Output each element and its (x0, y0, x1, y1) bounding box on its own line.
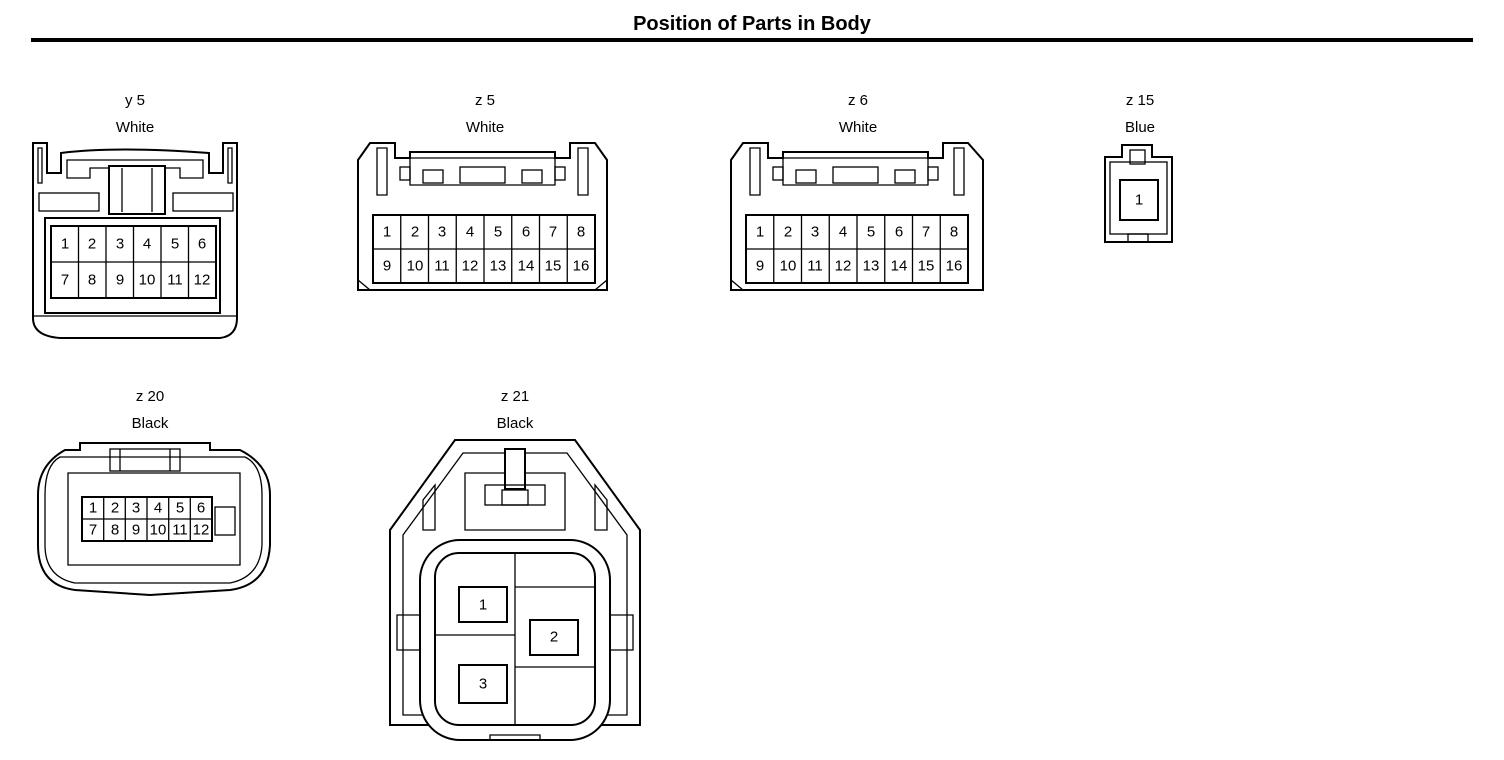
pin-3: 3 (811, 224, 819, 241)
pin-2: 2 (784, 224, 792, 241)
pin-2: 2 (550, 629, 558, 646)
pin-11: 11 (807, 258, 823, 275)
pin-5: 5 (176, 500, 184, 517)
pin-6: 6 (522, 224, 530, 241)
pin-9: 9 (132, 522, 140, 539)
connector-z15: 1 (1104, 144, 1173, 243)
pin-5: 5 (867, 224, 875, 241)
pin-11: 11 (167, 272, 183, 289)
pin-3: 3 (479, 676, 487, 693)
pin-1: 1 (89, 500, 97, 517)
pin-4: 4 (154, 500, 162, 517)
pin-1: 1 (756, 224, 764, 241)
pin-5: 5 (171, 236, 179, 253)
pin-8: 8 (577, 224, 585, 241)
connector-z5-color: White (465, 119, 505, 136)
connector-z5: 1 2 3 4 5 6 7 8 9 10 11 12 13 14 15 16 (357, 142, 608, 291)
connector-y5: 1 2 3 4 5 6 7 8 9 10 11 12 (32, 142, 238, 339)
pin-4: 4 (839, 224, 847, 241)
pin-16: 16 (946, 258, 963, 275)
pin-3: 3 (438, 224, 446, 241)
pin-13: 13 (863, 258, 880, 275)
pin-10: 10 (139, 272, 156, 289)
connector-z20-code: z 20 (135, 388, 165, 405)
pin-7: 7 (61, 272, 69, 289)
pin-9: 9 (383, 258, 391, 275)
pin-8: 8 (111, 522, 119, 539)
connector-z6: 1 2 3 4 5 6 7 8 9 10 11 12 13 14 15 16 (730, 142, 984, 291)
connector-z6-code: z 6 (847, 92, 868, 109)
connector-y5-color: White (115, 119, 155, 136)
pin-1: 1 (383, 224, 391, 241)
pin-8: 8 (950, 224, 958, 241)
pin-11: 11 (172, 522, 188, 539)
pin-7: 7 (549, 224, 557, 241)
pin-3: 3 (116, 236, 124, 253)
pin-3: 3 (132, 500, 140, 517)
pin-1: 1 (479, 597, 487, 614)
connector-z21-color: Black (496, 415, 534, 432)
pin-12: 12 (193, 522, 210, 539)
pin-9: 9 (756, 258, 764, 275)
pin-6: 6 (197, 500, 205, 517)
pin-4: 4 (143, 236, 151, 253)
pin-10: 10 (150, 522, 167, 539)
pin-15: 15 (545, 258, 562, 275)
connector-z6-color: White (838, 119, 878, 136)
connector-z20-color: Black (131, 415, 169, 432)
pin-12: 12 (835, 258, 852, 275)
connector-z15-code: z 15 (1125, 92, 1155, 109)
pin-11: 11 (434, 258, 450, 275)
connector-y5-code: y 5 (124, 92, 145, 109)
connector-z15-color: Blue (1124, 119, 1156, 136)
pin-16: 16 (573, 258, 590, 275)
pin-1: 1 (61, 236, 69, 253)
connector-z20: 1 2 3 4 5 6 7 8 9 10 11 12 (37, 442, 271, 597)
connector-z5-code: z 5 (474, 92, 495, 109)
page-title: Position of Parts in Body (633, 13, 871, 35)
title-rule (31, 38, 1473, 42)
pin-2: 2 (111, 500, 119, 517)
connector-y5-pins: 1 2 3 4 5 6 7 8 9 10 11 12 (51, 226, 216, 298)
pin-5: 5 (494, 224, 502, 241)
pin-9: 9 (116, 272, 124, 289)
pin-8: 8 (88, 272, 96, 289)
pin-14: 14 (518, 258, 535, 275)
pin-7: 7 (89, 522, 97, 539)
pin-12: 12 (194, 272, 211, 289)
pin-13: 13 (490, 258, 507, 275)
pin-14: 14 (891, 258, 908, 275)
pin-6: 6 (198, 236, 206, 253)
connector-z21-code: z 21 (500, 388, 530, 405)
pin-7: 7 (922, 224, 930, 241)
pin-4: 4 (466, 224, 474, 241)
pin-2: 2 (88, 236, 96, 253)
connector-z21: 1 2 3 (389, 439, 641, 741)
pin-15: 15 (918, 258, 935, 275)
pin-2: 2 (411, 224, 419, 241)
pin-6: 6 (895, 224, 903, 241)
pin-10: 10 (407, 258, 424, 275)
pin-10: 10 (780, 258, 797, 275)
pin-12: 12 (462, 258, 479, 275)
pin-1: 1 (1135, 192, 1143, 209)
